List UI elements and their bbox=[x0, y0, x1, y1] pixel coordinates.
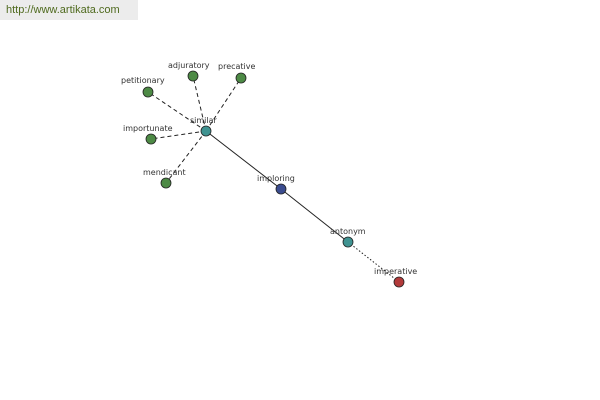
node-importunate[interactable]: importunate bbox=[123, 124, 173, 145]
node-marker[interactable] bbox=[145, 133, 157, 145]
nodes-layer: adjuratory precative petitionary importunat… bbox=[121, 61, 417, 288]
node-marker[interactable] bbox=[160, 177, 172, 189]
node-imperative[interactable]: imperative bbox=[374, 267, 417, 288]
edge-similar-petitionary bbox=[147, 91, 207, 132]
edge-similar-adjuratory bbox=[192, 75, 207, 132]
node-adjuratory[interactable]: adjuratory bbox=[168, 61, 210, 82]
node-mendicant[interactable]: mendicant bbox=[143, 168, 186, 189]
node-marker[interactable] bbox=[235, 72, 247, 84]
node-marker[interactable] bbox=[142, 86, 154, 98]
site-url-watermark: http://www.artikata.com bbox=[0, 0, 138, 20]
node-imploring[interactable]: imploring bbox=[257, 174, 295, 195]
node-marker[interactable] bbox=[393, 276, 405, 288]
node-marker[interactable] bbox=[200, 125, 212, 137]
node-marker[interactable] bbox=[342, 236, 354, 248]
edge-similar-mendicant bbox=[165, 130, 207, 184]
edge-antonym-imperative bbox=[347, 241, 400, 283]
node-label: imploring bbox=[257, 174, 295, 183]
node-label: petitionary bbox=[121, 76, 165, 85]
edges-layer bbox=[147, 75, 400, 283]
node-similar[interactable]: similar bbox=[190, 116, 218, 137]
node-label: mendicant bbox=[143, 168, 186, 177]
edge-similar-precative bbox=[205, 77, 242, 132]
node-antonym[interactable]: antonym bbox=[330, 227, 366, 248]
node-marker[interactable] bbox=[275, 183, 287, 195]
edge-similar-importunate bbox=[150, 130, 207, 140]
node-label: importunate bbox=[123, 124, 173, 133]
node-label: precative bbox=[218, 62, 256, 71]
node-label: similar bbox=[190, 116, 218, 125]
node-marker[interactable] bbox=[187, 70, 199, 82]
node-label: antonym bbox=[330, 227, 366, 236]
node-label: imperative bbox=[374, 267, 417, 276]
node-precative[interactable]: precative bbox=[218, 62, 256, 84]
edge-similar-imploring bbox=[205, 130, 282, 190]
node-label: adjuratory bbox=[168, 61, 210, 70]
edge-imploring-antonym bbox=[280, 188, 349, 243]
node-petitionary[interactable]: petitionary bbox=[121, 76, 165, 98]
